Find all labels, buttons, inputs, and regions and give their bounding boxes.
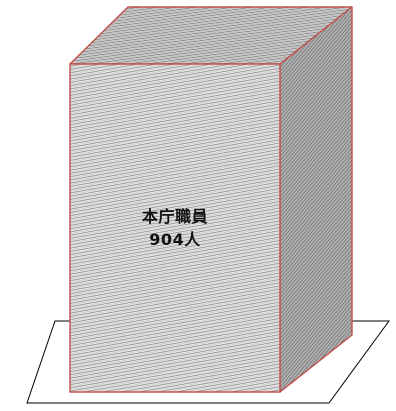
box-side-face xyxy=(279,6,353,393)
box-front-face xyxy=(69,63,281,393)
box-label: 本庁職員 904人 xyxy=(70,205,280,251)
label-name: 本庁職員 xyxy=(141,207,208,226)
label-count: 904人 xyxy=(149,230,201,249)
